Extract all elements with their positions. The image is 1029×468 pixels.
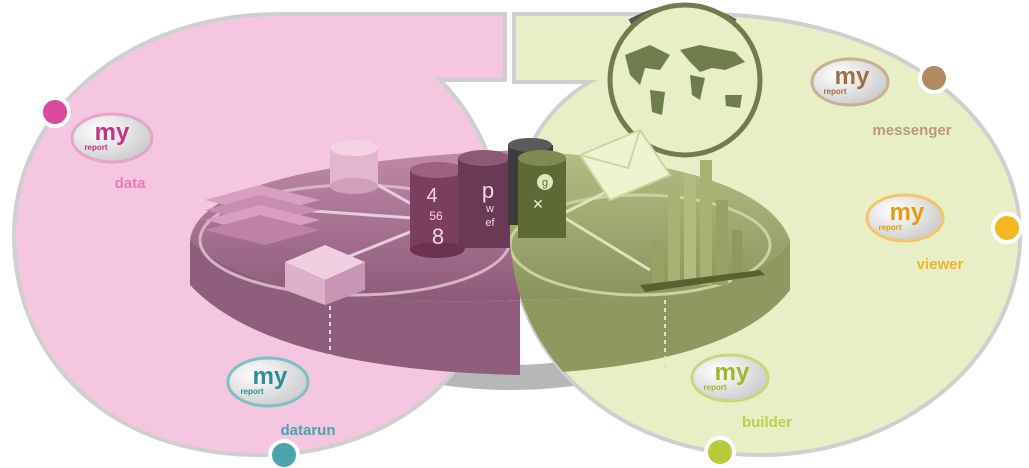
letters-cylinder-line2: w [485,203,494,215]
module-messenger[interactable]: my report messenger [810,57,952,139]
world-map-icon [607,2,763,158]
module-data[interactable]: my report data [70,112,154,192]
symbols-cylinder-line2: × [533,194,544,214]
letters-cylinder-line1: p [482,178,494,203]
badge-builder [690,353,770,403]
badge-brand-builder: my [715,359,750,386]
badge-sub-messenger: report [823,87,846,96]
dot-datarun[interactable] [268,439,300,468]
badge-brand-messenger: my [835,63,870,90]
letters-cylinder: p w ef [458,150,510,248]
numbers-cylinder: 4 56 8 [410,162,465,258]
badge-brand-datarun: my [253,363,288,390]
label-messenger: messenger [872,122,951,139]
document-stack-icon [205,185,320,245]
symbols-cylinder: g × [518,150,566,238]
badge-sub-builder: report [703,383,726,392]
symbols-cylinder-line1: g [542,177,548,189]
badge-data [70,112,154,164]
database-icon [330,140,378,194]
dot-messenger[interactable] [918,62,950,94]
badge-sub-datarun: report [240,387,263,396]
badge-sub-data: report [84,143,107,152]
numbers-cylinder-line1: 4 [426,185,437,207]
badge-messenger [810,57,890,107]
badge-viewer [865,193,945,243]
badge-sub-viewer: report [878,223,901,232]
dot-viewer[interactable] [991,212,1023,244]
numbers-cylinder-line2: 56 [429,209,443,223]
module-viewer[interactable]: my report viewer [865,193,964,273]
module-builder[interactable]: my report builder [690,353,792,431]
box-icon [285,245,365,305]
dot-data[interactable] [39,96,71,128]
badge-brand-data: my [95,119,130,146]
numbers-cylinder-line3: 8 [432,224,444,249]
bar-chart-icon [640,160,765,292]
dot-builder[interactable] [704,436,736,468]
label-viewer: viewer [917,256,964,273]
label-data: data [115,175,147,192]
letters-cylinder-line3: ef [485,217,495,229]
badge-datarun [226,356,310,408]
envelope-icon [578,128,672,202]
label-datarun: datarun [280,422,335,439]
label-builder: builder [742,414,792,431]
module-datarun[interactable]: my report datarun [226,356,336,439]
badge-brand-viewer: my [890,199,925,226]
